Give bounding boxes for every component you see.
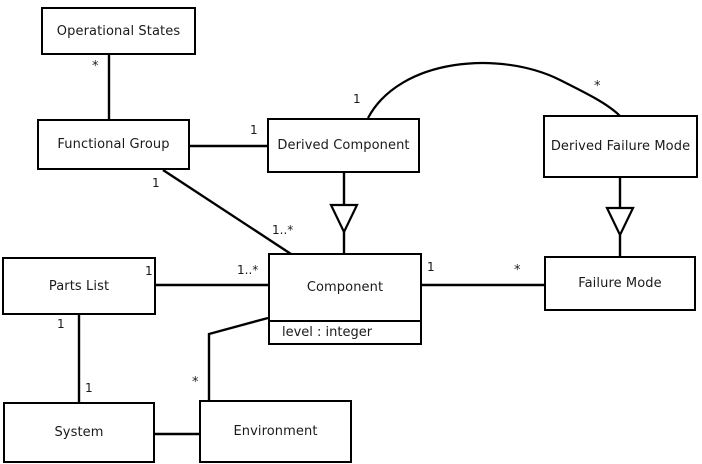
class-box-parts-list[interactable]: Parts List <box>2 257 156 315</box>
class-name-derived-failure-mode: Derived Failure Mode <box>550 139 691 154</box>
class-box-system[interactable]: System <box>3 402 155 463</box>
class-box-component[interactable]: Component level : integer <box>268 253 422 345</box>
class-name-derived-component: Derived Component <box>277 138 410 153</box>
class-box-operational-states[interactable]: Operational States <box>41 7 196 55</box>
class-box-failure-mode[interactable]: Failure Mode <box>544 256 696 311</box>
multiplicity-functional-group-derived-component: 1 <box>250 123 258 137</box>
generalization-arrow-derived-component-component <box>329 203 359 235</box>
class-name-operational-states: Operational States <box>56 23 181 39</box>
class-box-derived-failure-mode[interactable]: Derived Failure Mode <box>543 115 698 178</box>
class-box-derived-component[interactable]: Derived Component <box>267 118 420 173</box>
class-box-functional-group[interactable]: Functional Group <box>37 119 190 170</box>
multiplicity-component-to-failure-mode: 1 <box>427 260 435 274</box>
class-name-system: System <box>54 425 104 440</box>
multiplicity-system-to-parts-list: 1 <box>85 381 93 395</box>
class-box-environment[interactable]: Environment <box>199 400 352 463</box>
multiplicity-failure-mode-from-component: * <box>514 263 521 278</box>
multiplicity-functional-group-component: 1 <box>152 176 160 190</box>
generalization-arrow-derived-failure-mode-failure-mode <box>605 206 635 238</box>
multiplicity-parts-list-component: 1 <box>145 264 153 278</box>
multiplicity-operational-states-functional-group: * <box>92 59 99 74</box>
multiplicity-component-from-parts-list: 1..* <box>237 263 259 277</box>
class-attribute-component-level: level : integer <box>270 320 420 343</box>
association-functional-group-component <box>162 168 292 256</box>
multiplicity-environment-to-component: * <box>192 375 199 390</box>
multiplicity-parts-list-to-system: 1 <box>57 317 65 331</box>
class-name-component: Component <box>306 280 384 295</box>
multiplicity-derived-failure-mode-from-derived-component: * <box>594 79 601 94</box>
multiplicity-derived-component-to-derived-failure-mode: 1 <box>353 92 361 106</box>
class-name-environment: Environment <box>233 424 318 439</box>
class-name-functional-group: Functional Group <box>57 137 170 152</box>
class-name-failure-mode: Failure Mode <box>578 276 662 291</box>
multiplicity-component-from-functional-group: 1..* <box>272 223 294 237</box>
association-derived-component-derived-failure-mode <box>367 61 621 119</box>
class-name-parts-list: Parts List <box>48 278 110 294</box>
association-environment-component <box>207 316 269 400</box>
